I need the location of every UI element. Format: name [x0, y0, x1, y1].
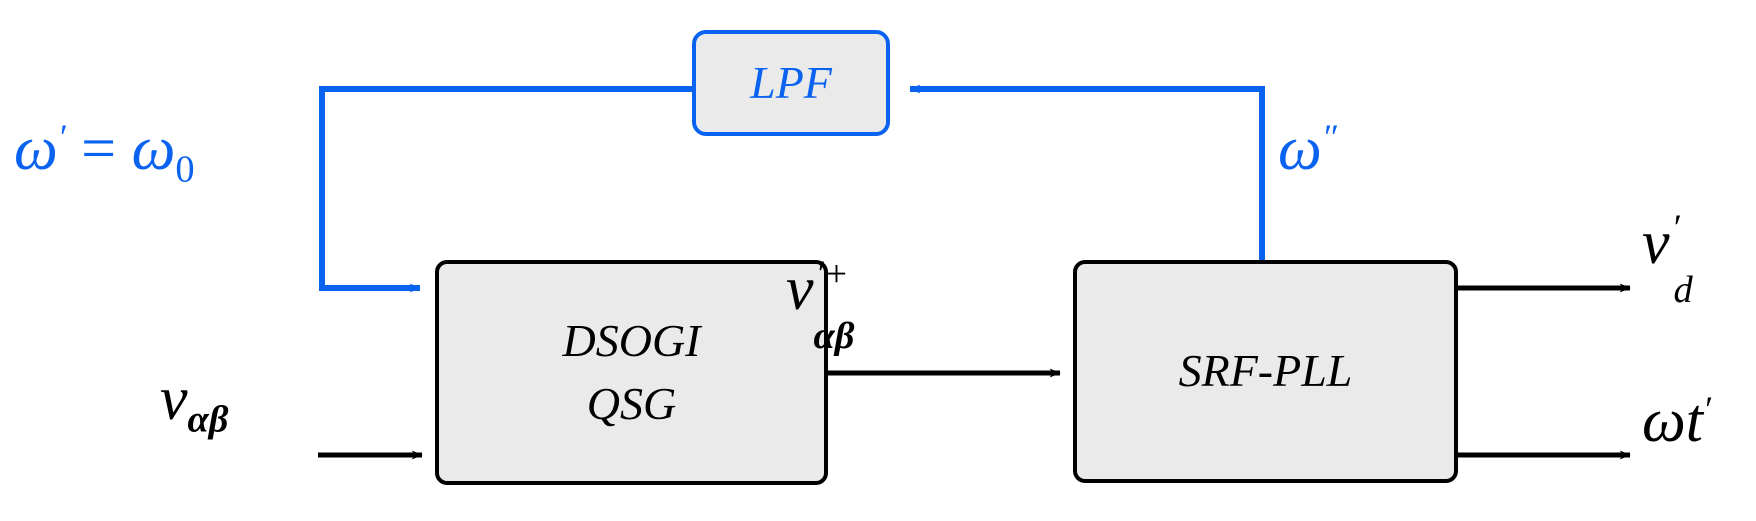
block-srf-pll-label: SRF-PLL — [1178, 345, 1353, 397]
label-v-prime-plus-subscript: αβ — [813, 315, 855, 357]
label-v-alpha-beta-input: vαβ — [160, 365, 228, 439]
label-omega-prime-mark: ′ — [57, 117, 66, 158]
label-v-prime-d-base: v — [1642, 209, 1670, 277]
label-omega-prime-base: ω — [14, 115, 58, 183]
label-v-alpha-beta-subscript: αβ — [187, 398, 229, 441]
label-v-prime-d-output: v ′ d — [1642, 209, 1693, 310]
block-dsogi-qsg-label-line2: QSG — [586, 377, 677, 429]
label-omega-prime-equals-omega-zero: ω′ = ω0 — [14, 115, 195, 189]
label-v-prime-plus-superscript: ′+ — [815, 253, 849, 295]
block-lpf-label: LPF — [750, 56, 832, 108]
label-omega-double-prime-mark: ″ — [1321, 117, 1337, 158]
label-omega-zero-subscript: 0 — [175, 148, 195, 191]
block-lpf[interactable]: LPF — [692, 30, 890, 136]
label-v-prime-plus-alpha-beta: v ′+ αβ — [786, 255, 854, 356]
wire-omega-double-prime — [909, 84, 1265, 262]
label-omega-zero-base: ω — [131, 115, 176, 183]
label-omega-t-prime-base: ωt — [1642, 387, 1704, 455]
label-v-alpha-beta-base: v — [160, 365, 188, 433]
label-v-prime-plus-base: v — [786, 255, 814, 323]
label-v-prime-d-superscript: ′ — [1671, 207, 1680, 249]
block-dsogi-qsg-label-line1: DSOGI — [562, 315, 701, 367]
block-srf-pll[interactable]: SRF-PLL — [1073, 260, 1458, 483]
label-omega-double-prime: ω″ — [1278, 118, 1337, 180]
block-dsogi-qsg[interactable]: DSOGI QSG — [435, 260, 828, 485]
label-omega-t-prime-mark: ′ — [1703, 389, 1711, 430]
label-omega-t-prime-output: ωt′ — [1642, 390, 1711, 452]
label-v-prime-d-subscript: d — [1673, 269, 1693, 311]
label-omega-double-prime-base: ω — [1278, 115, 1322, 183]
wire-omega-prime-feedback — [319, 86, 692, 293]
label-omega-equals-sign: = — [65, 115, 132, 183]
